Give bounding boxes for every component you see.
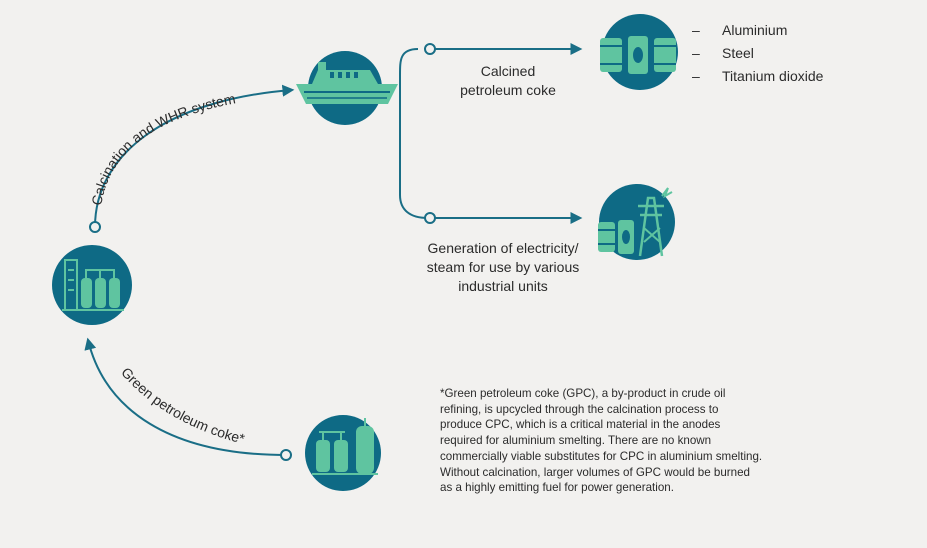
generation-label-line: Generation of electricity/ bbox=[427, 240, 579, 256]
footnote-line: as a highly emitting fuel for power gene… bbox=[440, 481, 674, 495]
footnote-line: produce CPC, which is a critical materia… bbox=[440, 418, 721, 432]
metal-products-icon bbox=[600, 14, 678, 90]
generation-label-line: industrial units bbox=[458, 278, 548, 294]
calcination-arc-label: Calcination and WHR system bbox=[88, 90, 237, 206]
footnote-line: refining, is upcycled through the calcin… bbox=[440, 402, 719, 416]
calcined-coke-label-line: Calcined bbox=[480, 63, 536, 79]
end-use-item: – Titanium dioxide bbox=[692, 66, 823, 89]
generation-label: Generation of electricity/ steam for use… bbox=[398, 239, 608, 296]
end-use-label: Aluminium bbox=[722, 22, 788, 38]
calcined-coke-label: Calcined petroleum coke bbox=[448, 62, 568, 100]
list-dash: – bbox=[692, 45, 700, 61]
refinery-icon bbox=[305, 415, 381, 491]
end-use-label: Steel bbox=[722, 45, 754, 61]
calcined-coke-label-line: petroleum coke bbox=[460, 82, 556, 98]
generation-label-line: steam for use by various bbox=[426, 259, 580, 275]
cargo-ship-icon bbox=[296, 51, 398, 125]
footnote-line: Without calcination, larger volumes of G… bbox=[440, 465, 750, 479]
list-dash: – bbox=[692, 68, 700, 84]
list-dash: – bbox=[692, 22, 700, 38]
footnote-line: *Green petroleum coke (GPC), a by-produc… bbox=[440, 387, 726, 400]
end-use-label: Titanium dioxide bbox=[722, 68, 824, 84]
footnote-line: required for aluminium smelting. There a… bbox=[440, 434, 712, 448]
footnote-line: commercially viable substitutes for CPC … bbox=[440, 449, 763, 463]
power-tower-icon bbox=[598, 184, 675, 260]
end-use-item: – Steel bbox=[692, 43, 823, 66]
end-uses-list: – Aluminium – Steel – Titanium dioxide bbox=[692, 20, 823, 89]
footnote: *Green petroleum coke (GPC), a by-produc… bbox=[440, 386, 820, 496]
calcination-flow-arrow bbox=[89, 84, 295, 233]
end-use-item: – Aluminium bbox=[692, 20, 823, 43]
green-coke-flow-arrow bbox=[84, 337, 292, 461]
green-coke-arc-label: Green petroleum coke* bbox=[118, 364, 247, 447]
branch-connector bbox=[399, 43, 583, 224]
calcination-plant-icon bbox=[52, 245, 132, 325]
